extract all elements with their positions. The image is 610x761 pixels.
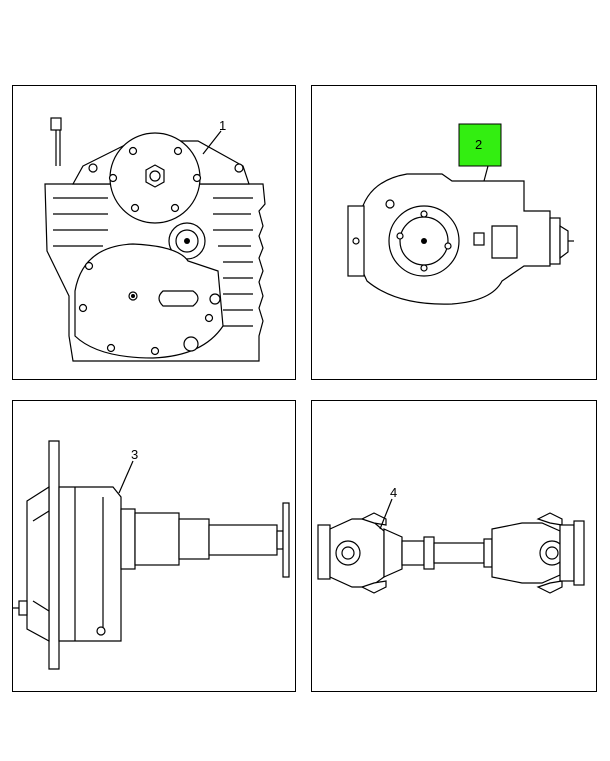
callout-1: 1 xyxy=(219,118,226,133)
callout-highlight xyxy=(458,123,502,167)
axle-shaft-illustration: 3 xyxy=(13,440,290,670)
callout-4: 4 xyxy=(390,485,397,500)
panel-axle-shaft-hub[interactable]: 3 xyxy=(12,400,296,692)
panel-rear-axle-carrier[interactable]: 2 xyxy=(311,85,597,380)
axle-carrier-illustration: 2 xyxy=(347,123,574,305)
callout-3: 3 xyxy=(131,447,138,462)
callout-2: 2 xyxy=(475,137,482,152)
drive-shaft-illustration: 4 xyxy=(317,485,585,594)
transfer-case-illustration: 1 xyxy=(44,117,266,362)
panel-drive-shaft[interactable]: 4 xyxy=(311,400,597,692)
panel-transfer-case[interactable]: 1 xyxy=(12,85,296,380)
